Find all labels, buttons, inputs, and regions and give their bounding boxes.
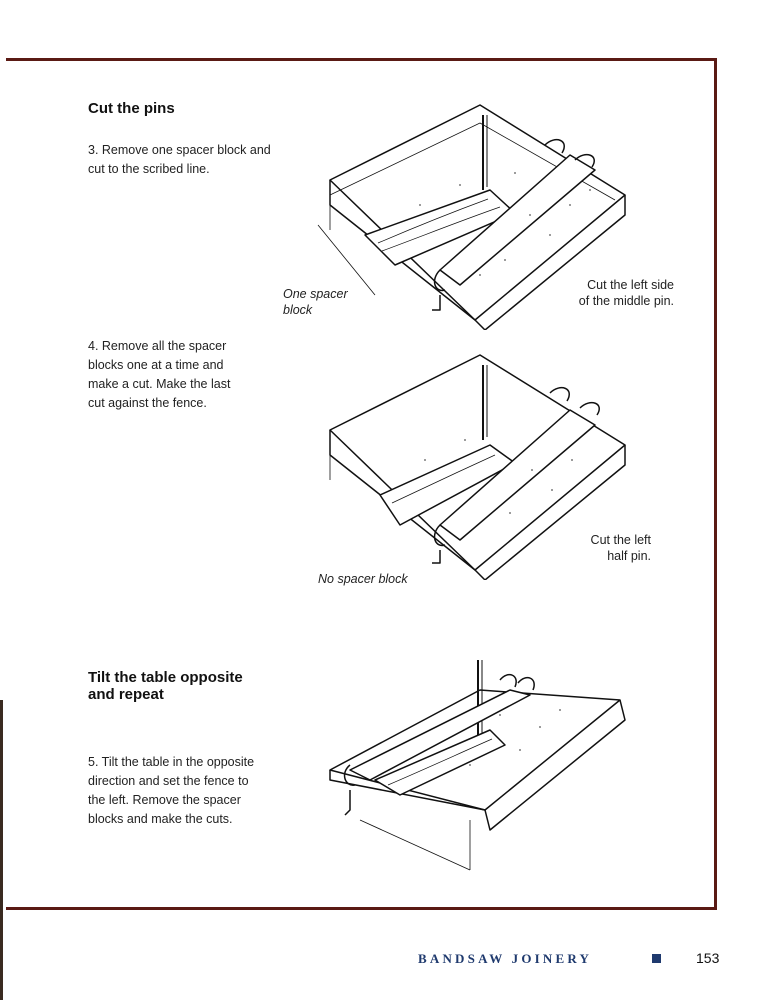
page-frame	[6, 58, 717, 910]
footer-square-ornament	[652, 954, 661, 963]
page-number: 153	[696, 950, 720, 966]
step-3-text: 3. Remove one spacer block and cut to th…	[88, 143, 271, 176]
bandsaw-figure-no-spacer	[329, 354, 626, 580]
caption-no-spacer-block: No spacer block	[318, 572, 408, 586]
bandsaw-figure-tilted-opposite	[329, 660, 626, 871]
step-4-text: 4. Remove all the spacer blocks one at a…	[88, 339, 231, 410]
section-heading-cut-pins: Cut the pins	[88, 100, 175, 117]
binding-edge	[0, 700, 3, 1000]
section-heading-tilt-table: Tilt the table opposite and repeat	[88, 669, 243, 703]
caption-cut-left-half-pin: Cut the left half pin.	[590, 533, 651, 563]
caption-cut-left-side: Cut the left side of the middle pin.	[578, 278, 674, 308]
caption-one-spacer-block: One spacer block	[283, 287, 348, 317]
running-footer-title: BANDSAW JOINERY	[418, 951, 593, 966]
step-5-text: 5. Tilt the table in the opposite direct…	[88, 755, 255, 826]
bandsaw-figure-one-spacer	[317, 104, 626, 330]
